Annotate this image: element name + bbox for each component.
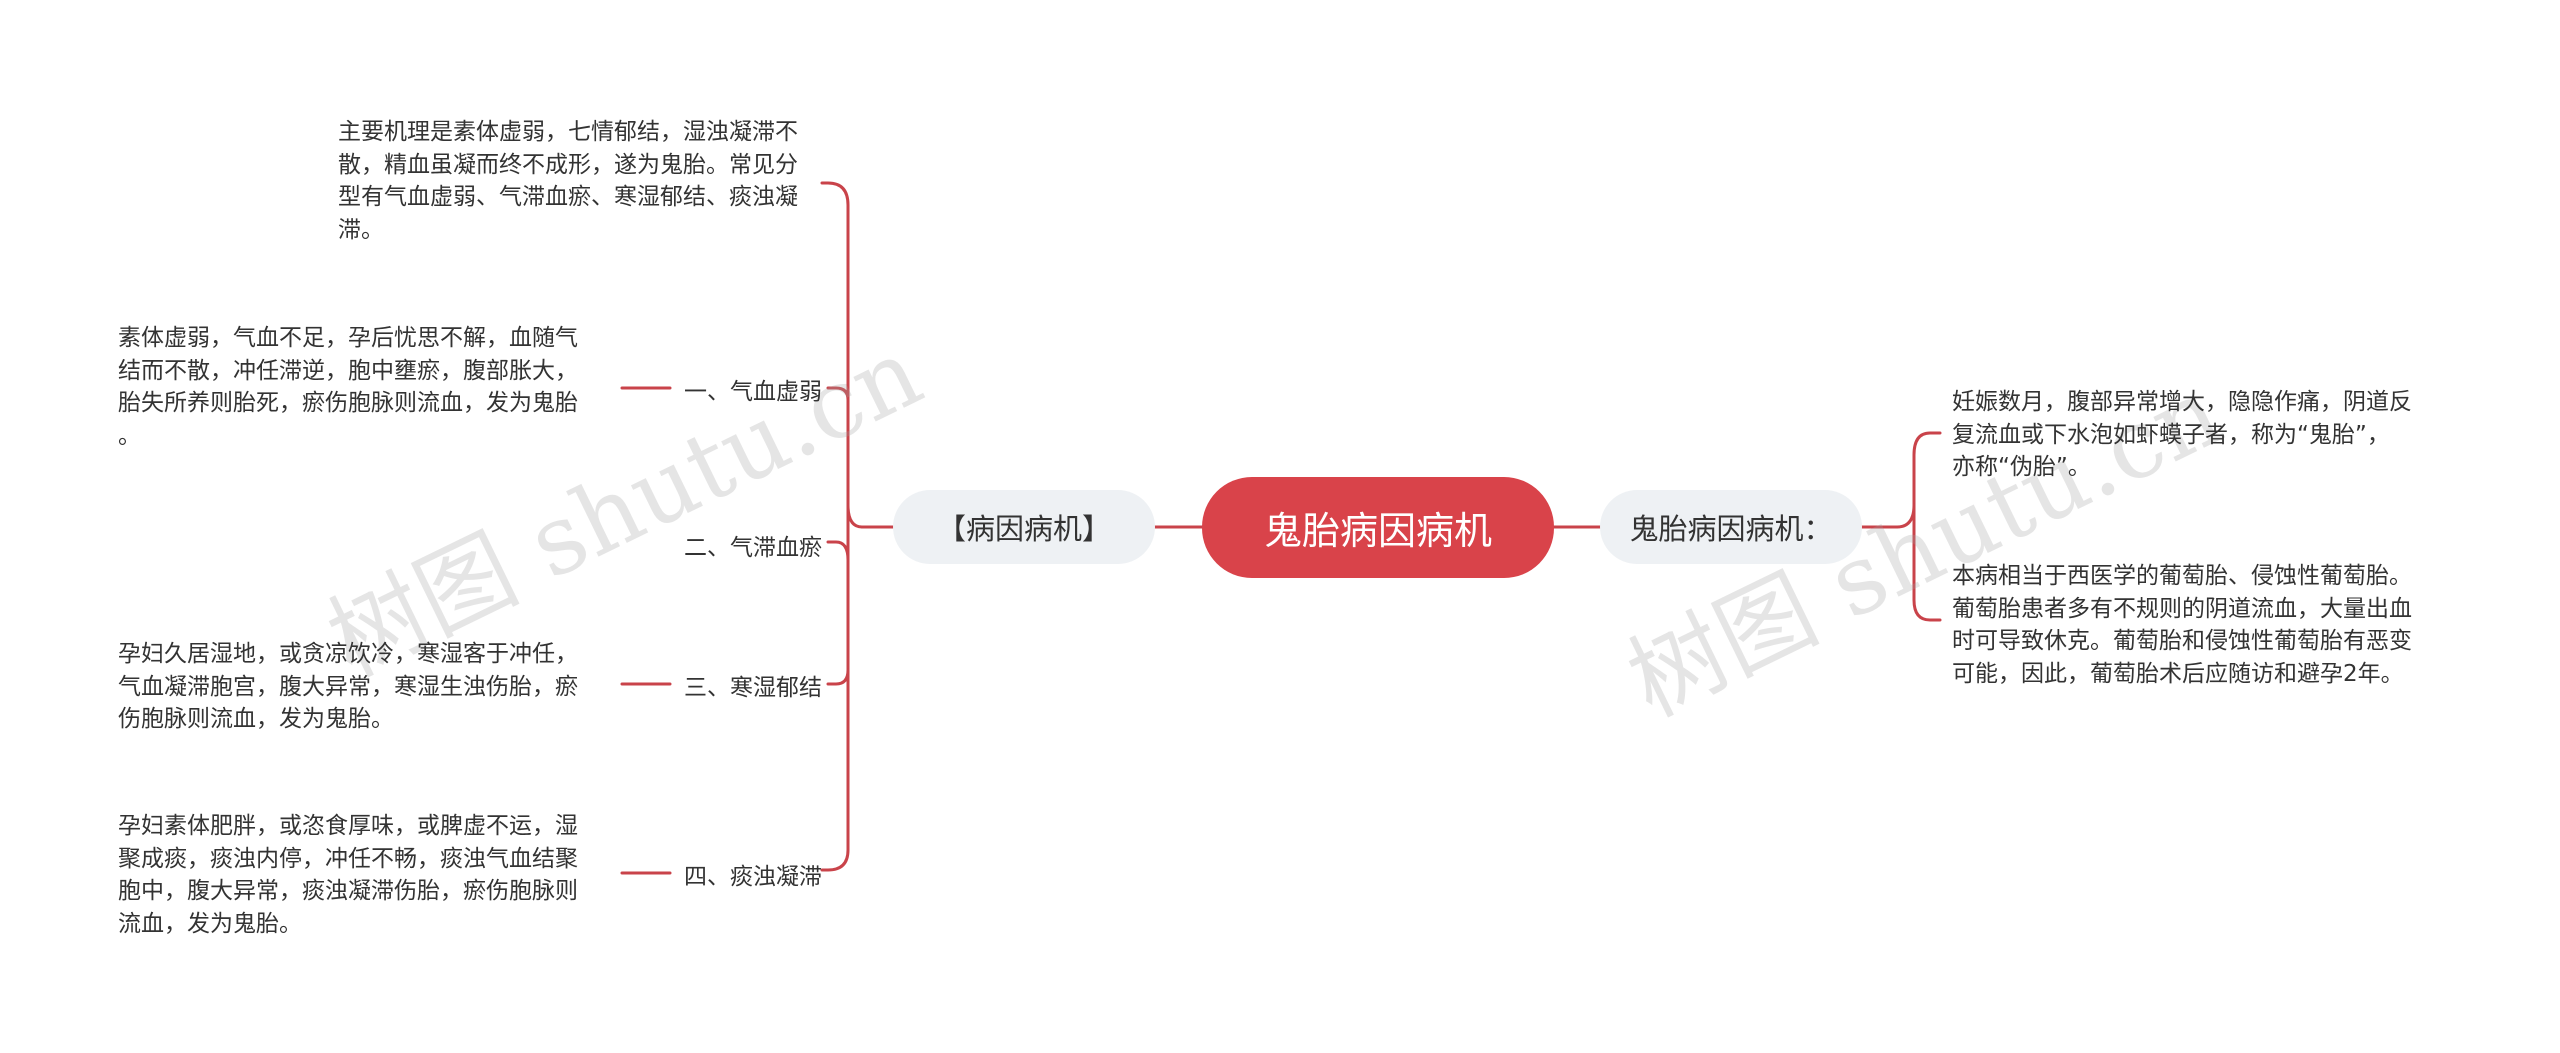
type-3-label[interactable]: 三、寒湿郁结 <box>684 675 822 701</box>
edge-right-spine-lower <box>1912 503 1942 622</box>
type-4-detail[interactable]: 孕妇素体肥胖，或恣食厚味，或脾虚不运，湿 聚成痰，痰浊内停，冲任不畅，痰浊气血结… <box>118 813 578 937</box>
overview-item-1[interactable]: 妊娠数月，腹部异常增大，隐隐作痛，阴道反 复流血或下水泡如虾蟆子者，称为“鬼胎”… <box>1952 389 2412 480</box>
central-topic[interactable]: 鬼胎病因病机 <box>1202 477 1554 578</box>
type-2-label[interactable]: 二、气滞血瘀 <box>684 535 822 561</box>
type-1-detail[interactable]: 素体虚弱，气血不足，孕后忧思不解，血随气 结而不散，冲任滞逆，胞中壅瘀，腹部胀大… <box>118 325 578 449</box>
edge-type3 <box>826 668 850 686</box>
type-4-label[interactable]: 四、痰浊凝滞 <box>684 864 822 890</box>
pathogenesis-intro[interactable]: 主要机理是素体虚弱，七情郁结，湿浊凝滞不 散，精血虽凝而终不成形，遂为鬼胎。常见… <box>338 119 798 243</box>
edge-right-spine <box>1895 431 1942 529</box>
type-1-label[interactable]: 一、气血虚弱 <box>684 379 822 405</box>
branch-overview[interactable]: 鬼胎病因病机： <box>1600 490 1862 564</box>
edge-type1 <box>826 386 850 402</box>
edge-type2 <box>826 540 850 562</box>
edge-left-spine <box>820 181 864 529</box>
branch-pathogenesis[interactable]: 【病因病机】 <box>893 490 1155 564</box>
type-3-detail[interactable]: 孕妇久居湿地，或贪凉饮冷，寒湿客于冲任， 气血凝滞胞宫，腹大异常，寒湿生浊伤胎，… <box>118 641 578 732</box>
overview-item-2[interactable]: 本病相当于西医学的葡萄胎、侵蚀性葡萄胎。 葡萄胎患者多有不规则的阴道流血，大量出… <box>1952 563 2412 687</box>
edge-left-spine-lower <box>820 503 850 872</box>
